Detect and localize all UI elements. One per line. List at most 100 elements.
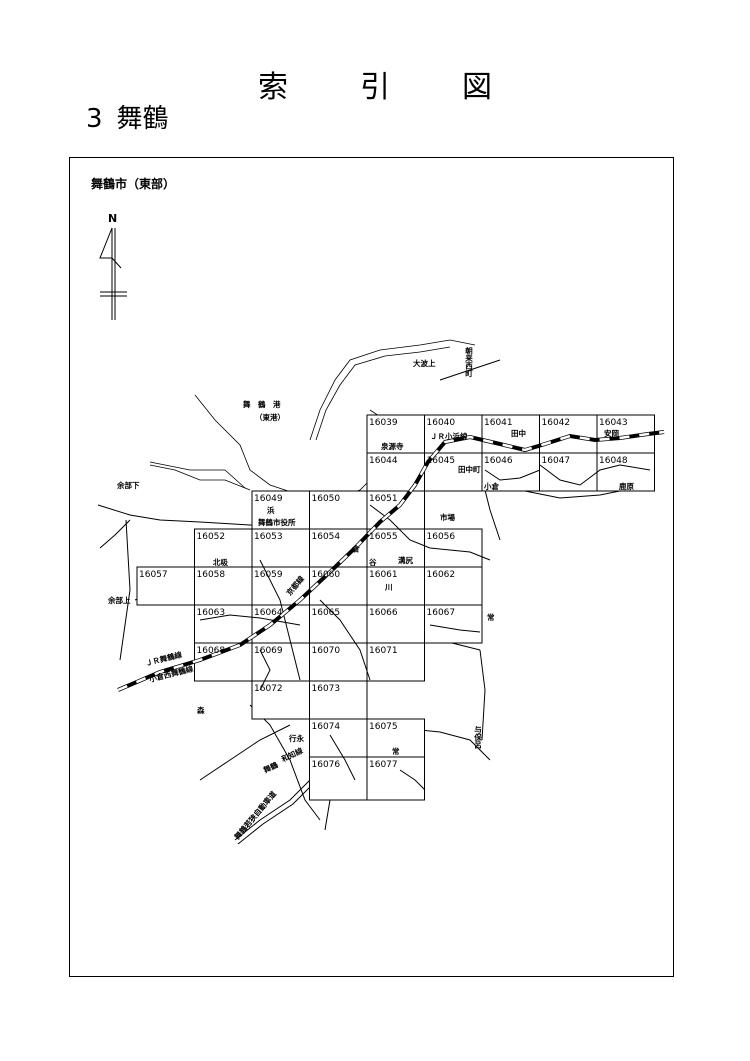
grid-cell-16061[interactable] xyxy=(366,566,425,606)
grid-cell-16057[interactable] xyxy=(136,566,195,606)
label-ichiba: 市場 xyxy=(440,512,455,522)
grid-id-16048: 16048 xyxy=(599,456,628,466)
label-ogura: 小倉 xyxy=(484,481,499,491)
grid-cell-16040[interactable] xyxy=(424,414,483,454)
grid-id-16045: 16045 xyxy=(427,456,456,466)
grid-id-16067: 16067 xyxy=(427,608,456,618)
map-frame xyxy=(69,157,674,977)
title-char-3: 図 xyxy=(462,70,492,105)
grid-id-16063: 16063 xyxy=(197,608,226,618)
label-tanakacho: 田中町 xyxy=(458,464,481,474)
label-ogura-nishi-line: 小倉西舞鶴線 xyxy=(148,663,195,684)
grid-cell-16048[interactable] xyxy=(596,452,655,492)
grid-cell-16062[interactable] xyxy=(424,566,483,606)
grid-cell-16055[interactable] xyxy=(366,528,425,568)
grid-id-16071: 16071 xyxy=(369,646,398,656)
grid-id-16055: 16055 xyxy=(369,532,398,542)
label-yasuoka: 安岡 xyxy=(604,428,619,438)
label-asago-nishimachi: 朝来西町 xyxy=(464,346,473,379)
grid-id-16074: 16074 xyxy=(312,722,341,732)
grid-cell-16053[interactable] xyxy=(251,528,310,568)
grid-cell-16046[interactable] xyxy=(481,452,540,492)
grid-cell-16077[interactable] xyxy=(366,756,425,801)
label-city-office: 舞鶴市役所 xyxy=(258,517,296,527)
grid-cell-16067[interactable] xyxy=(424,604,483,644)
section-name: 舞鶴 xyxy=(116,104,169,134)
label-kura: 倉 xyxy=(351,544,360,554)
label-tanaka: 田中 xyxy=(511,428,526,438)
label-jr-obama-line: ＪＲ小浜線 xyxy=(430,431,468,441)
grid-cell-16075[interactable] xyxy=(366,718,425,758)
grid-id-16047: 16047 xyxy=(542,456,571,466)
grid-cell-16045[interactable] xyxy=(424,452,483,492)
grid-id-16076: 16076 xyxy=(312,760,341,770)
north-label: N xyxy=(108,212,117,225)
grid-id-16064: 16064 xyxy=(254,608,283,618)
grid-id-16056: 16056 xyxy=(427,532,456,542)
grid-cell-16042[interactable] xyxy=(539,414,598,454)
grid-cell-16058[interactable] xyxy=(194,566,253,606)
label-tokiwa: 常 xyxy=(487,612,495,622)
grid-id-16060: 16060 xyxy=(312,570,341,580)
grid-id-16050: 16050 xyxy=(312,494,341,504)
grid-id-16046: 16046 xyxy=(484,456,513,466)
section-number: 3 xyxy=(86,104,103,134)
label-kawa: 川 xyxy=(384,583,393,592)
map-title: 舞鶴市（東部） xyxy=(90,176,175,191)
grid-id-16059: 16059 xyxy=(254,570,283,580)
grid-id-16070: 16070 xyxy=(312,646,341,656)
label-gyoei: 行永 xyxy=(288,733,304,743)
grid-id-16049: 16049 xyxy=(254,494,283,504)
grid-cell-16071[interactable] xyxy=(366,642,425,682)
grid xyxy=(136,414,655,801)
grid-id-16066: 16066 xyxy=(369,608,398,618)
label-obatakami: 大波上 xyxy=(413,358,436,368)
label-mizoshiri: 溝尻 xyxy=(398,555,413,565)
grid-cell-16039[interactable] xyxy=(366,414,425,454)
grid-cell-16060[interactable] xyxy=(309,566,368,606)
label-yogo: 与保呂 xyxy=(473,725,482,750)
label-yobe-shimo: 余部下 xyxy=(116,480,140,490)
section-heading: 3 舞鶴 xyxy=(86,98,169,135)
grid-cell-16073[interactable] xyxy=(309,680,368,720)
label-maizuru: 舞鶴 xyxy=(262,759,280,775)
grid-id-16061: 16061 xyxy=(369,570,398,580)
grid-id-16044: 16044 xyxy=(369,456,398,466)
grid-id-16043: 16043 xyxy=(599,418,628,428)
grid-id-16042: 16042 xyxy=(542,418,571,428)
grid-id-16041: 16041 xyxy=(484,418,513,428)
grid-cell-16063[interactable] xyxy=(194,604,253,644)
title-char-1: 索 xyxy=(258,70,288,105)
grid-id-16073: 16073 xyxy=(312,684,341,694)
grid-id-16062: 16062 xyxy=(427,570,456,580)
label-maizuru-road: 舞鶴若狭自動車道 xyxy=(232,789,279,842)
label-yobe-kami: 余部上 xyxy=(107,595,131,605)
grid-id-16039: 16039 xyxy=(369,418,398,428)
label-kitasui: 北吸 xyxy=(213,557,228,567)
grid-id-16077: 16077 xyxy=(369,760,398,770)
label-tani: 谷 xyxy=(369,557,377,567)
railway-line xyxy=(117,430,665,692)
page-title: 索引図 xyxy=(0,62,750,106)
grid-id-16072: 16072 xyxy=(254,684,283,694)
label-east-port: （東港） xyxy=(255,412,285,422)
grid-id-16069: 16069 xyxy=(254,646,283,656)
grid-cell-16076[interactable] xyxy=(309,756,368,801)
grid-id-16051: 16051 xyxy=(369,494,398,504)
label-tsune: 常 xyxy=(392,746,400,756)
grid-id-16068: 16068 xyxy=(197,646,226,656)
grid-id-16075: 16075 xyxy=(369,722,398,732)
label-hama: 浜 xyxy=(267,505,275,515)
grid-id-16040: 16040 xyxy=(427,418,456,428)
grid-id-16053: 16053 xyxy=(254,532,283,542)
label-mori: 森 xyxy=(197,705,205,715)
grid-id-16054: 16054 xyxy=(312,532,341,542)
grid-cell-16065[interactable] xyxy=(309,604,368,644)
label-sengenji: 泉源寺 xyxy=(381,441,404,451)
grid-id-16057: 16057 xyxy=(139,570,168,580)
grid-id-16065: 16065 xyxy=(312,608,341,618)
grid-cell-16066[interactable] xyxy=(366,604,425,644)
grid-labels: 16039 16040 16041 16042 16043 16044 16045 16046… xyxy=(139,418,628,770)
label-maizuru-port: 舞 鶴 港 xyxy=(243,399,281,409)
